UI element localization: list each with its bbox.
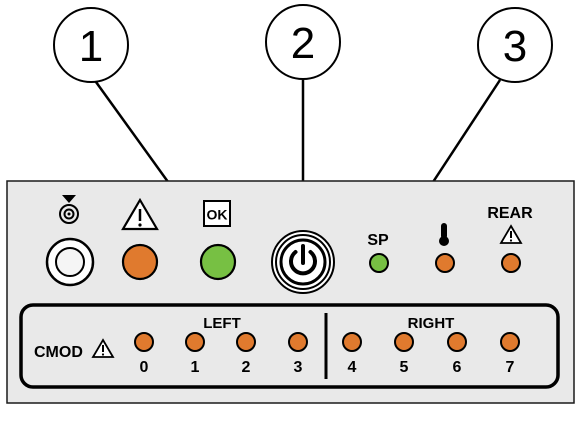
cmod-led-4 xyxy=(342,332,362,352)
rear-warning-icon xyxy=(499,224,523,244)
left-group-label: LEFT xyxy=(203,315,241,332)
callout-1: 1 xyxy=(53,7,129,83)
cmod-led-5 xyxy=(394,332,414,352)
cmod-label: CMOD xyxy=(34,344,83,361)
thermometer-icon xyxy=(439,223,449,246)
ok-label: OK xyxy=(207,207,228,223)
front-panel xyxy=(6,180,575,404)
rear-label: REAR xyxy=(487,205,533,222)
cmod-led-7 xyxy=(500,332,520,352)
sp-led xyxy=(369,253,389,273)
callout-2: 2 xyxy=(265,4,341,80)
cmod-led-1 xyxy=(185,332,205,352)
service-required-led xyxy=(121,243,159,281)
cmod-slot-number-1: 1 xyxy=(191,359,200,376)
power-icon xyxy=(289,244,317,276)
cmod-slot-group: 0 1 2 3 4 5 6 7 xyxy=(134,332,520,376)
cmod-led-0 xyxy=(134,332,154,352)
ok-label-box: OK xyxy=(203,200,231,227)
cmod-frame xyxy=(19,303,560,389)
power-button[interactable] xyxy=(271,230,335,294)
cmod-slot-number-2: 2 xyxy=(242,359,251,376)
locator-button[interactable] xyxy=(45,237,95,287)
cmod-slot-number-0: 0 xyxy=(140,359,149,376)
cmod-slot-number-4: 4 xyxy=(348,359,357,376)
cmod-led-6 xyxy=(447,332,467,352)
callout-3: 3 xyxy=(477,7,553,83)
sp-label: SP xyxy=(367,232,389,249)
warning-icon xyxy=(121,197,159,231)
cmod-led-2 xyxy=(236,332,256,352)
cmod-slot-number-6: 6 xyxy=(453,359,462,376)
cmod-led-3 xyxy=(288,332,308,352)
locator-icon xyxy=(59,195,79,224)
callout-1-number: 1 xyxy=(79,22,103,71)
callout-3-number: 3 xyxy=(503,22,527,71)
cmod-slot-number-5: 5 xyxy=(400,359,409,376)
right-group-label: RIGHT xyxy=(408,315,455,332)
cmod-slot-number-3: 3 xyxy=(294,359,303,376)
callout-2-number: 2 xyxy=(291,19,315,68)
cmod-slot-number-7: 7 xyxy=(506,359,515,376)
rear-fault-led xyxy=(501,253,521,273)
overtemp-led xyxy=(435,253,455,273)
cmod-warning-icon xyxy=(91,338,115,358)
ok-led xyxy=(199,243,237,281)
